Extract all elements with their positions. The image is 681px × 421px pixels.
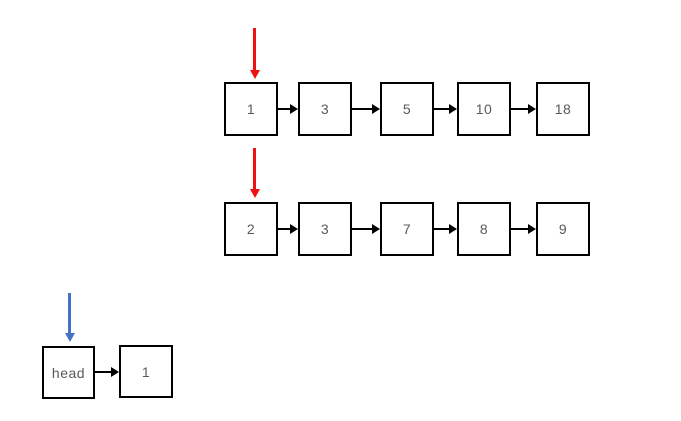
node-value: 8 (479, 221, 489, 237)
list1-node-1: 3 (298, 82, 352, 136)
list2-node-2: 7 (380, 202, 434, 256)
node-value: 18 (554, 101, 572, 117)
arrow-shaft (511, 228, 528, 230)
next-pointer-arrow (511, 103, 536, 115)
arrow-shaft (511, 108, 528, 110)
result-node-0: 1 (119, 345, 173, 398)
arrow-shaft (278, 108, 290, 110)
arrow-right-icon (449, 224, 457, 234)
arrow-down-icon (64, 333, 75, 342)
arrow-shaft (278, 228, 290, 230)
next-pointer-arrow (278, 103, 298, 115)
node-value: 5 (402, 101, 412, 117)
arrow-right-icon (372, 104, 380, 114)
arrow-shaft (352, 228, 372, 230)
arrow-shaft (68, 293, 71, 333)
next-pointer-arrow (278, 223, 298, 235)
next-pointer-arrow (434, 223, 457, 235)
arrow-right-icon (528, 224, 536, 234)
list1-node-2: 5 (380, 82, 434, 136)
list2-node-3: 8 (457, 202, 511, 256)
node-value: 10 (475, 101, 493, 117)
red-pointer-arrow-list2 (248, 148, 261, 198)
node-value: 3 (320, 101, 330, 117)
next-pointer-arrow (352, 103, 380, 115)
arrow-right-icon (111, 367, 119, 377)
blue-head-pointer-arrow (63, 293, 76, 342)
arrow-right-icon (449, 104, 457, 114)
arrow-right-icon (290, 224, 298, 234)
arrow-right-icon (372, 224, 380, 234)
arrow-shaft (434, 228, 449, 230)
arrow-right-icon (528, 104, 536, 114)
arrow-right-icon (290, 104, 298, 114)
next-pointer-arrow (95, 366, 119, 378)
next-pointer-arrow (352, 223, 380, 235)
result-node-head: head (42, 346, 95, 399)
list1-node-3: 10 (457, 82, 511, 136)
node-value: 9 (558, 221, 568, 237)
red-pointer-arrow-list1 (248, 28, 261, 79)
node-value: 2 (246, 221, 256, 237)
list2-node-4: 9 (536, 202, 590, 256)
arrow-down-icon (249, 70, 260, 79)
arrow-shaft (352, 108, 372, 110)
list2-node-1: 3 (298, 202, 352, 256)
arrow-shaft (95, 371, 111, 373)
arrow-down-icon (249, 189, 260, 198)
node-value: 1 (246, 101, 256, 117)
node-value: 3 (320, 221, 330, 237)
node-value: head (51, 364, 86, 381)
list1-node-0: 1 (224, 82, 278, 136)
list1-node-4: 18 (536, 82, 590, 136)
next-pointer-arrow (511, 223, 536, 235)
node-value: 7 (402, 221, 412, 237)
node-value: 1 (141, 363, 151, 380)
arrow-shaft (253, 28, 256, 70)
list2-node-0: 2 (224, 202, 278, 256)
arrow-shaft (253, 148, 256, 189)
next-pointer-arrow (434, 103, 457, 115)
arrow-shaft (434, 108, 449, 110)
